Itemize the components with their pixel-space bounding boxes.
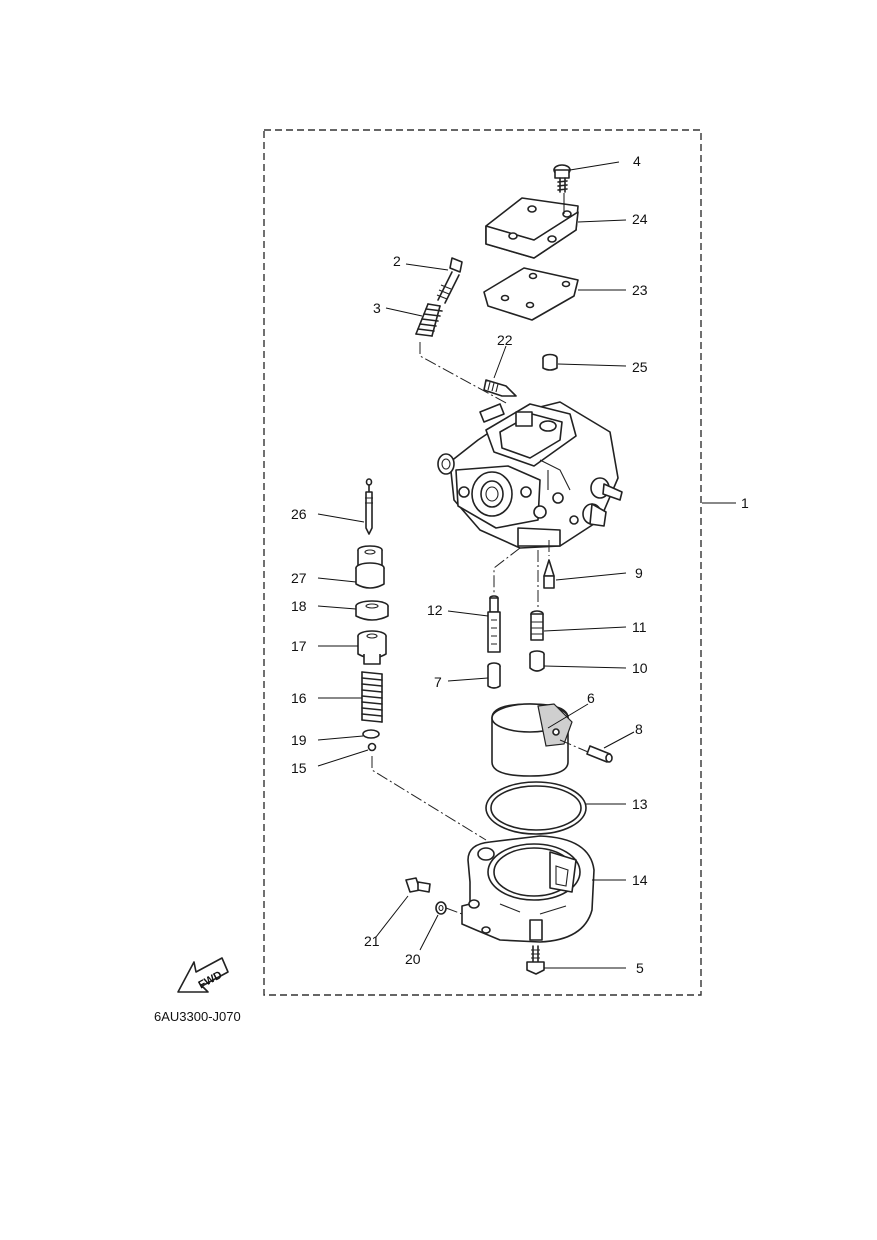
part-washer-19	[362, 729, 380, 739]
callout-3: 3	[373, 300, 381, 316]
part-pilot-jet-7	[487, 662, 501, 689]
part-holder-27	[355, 545, 385, 589]
part-washer-20	[435, 901, 447, 915]
callout-9: 9	[635, 565, 643, 581]
part-spring-3	[415, 303, 443, 337]
fwd-arrow-icon: FWD	[177, 957, 229, 993]
part-spacer-18	[355, 600, 389, 621]
callout-7: 7	[434, 674, 442, 690]
callout-16: 16	[291, 690, 307, 706]
callout-20: 20	[405, 951, 421, 967]
callout-10: 10	[632, 660, 648, 676]
part-cap-25	[542, 353, 558, 371]
part-piston-17	[357, 630, 387, 665]
callout-23: 23	[632, 282, 648, 298]
part-cover-plate-24	[485, 197, 579, 259]
part-screw-21	[405, 877, 431, 893]
part-valve-22	[483, 379, 517, 397]
part-pilot-screw-2	[436, 257, 463, 304]
callout-17: 17	[291, 638, 307, 654]
callout-6: 6	[587, 690, 595, 706]
callout-26: 26	[291, 506, 307, 522]
part-float-6	[491, 703, 573, 777]
callout-22: 22	[497, 332, 513, 348]
part-spring-16	[361, 671, 383, 723]
callout-13: 13	[632, 796, 648, 812]
callout-19: 19	[291, 732, 307, 748]
part-float-bowl-14	[461, 835, 595, 943]
part-ball-15	[367, 742, 377, 752]
part-jet-11	[530, 610, 544, 641]
callout-27: 27	[291, 570, 307, 586]
assembly-boundary	[263, 129, 702, 996]
part-needle-26	[365, 478, 373, 535]
part-screw-5	[526, 945, 545, 975]
part-pin-8	[586, 745, 613, 763]
callout-1: 1	[741, 495, 749, 511]
leader-lines	[317, 161, 736, 969]
callout-12: 12	[427, 602, 443, 618]
callout-15: 15	[291, 760, 307, 776]
callout-5: 5	[636, 960, 644, 976]
part-tube-12	[487, 595, 501, 653]
part-carburetor-body-1	[437, 401, 623, 549]
callout-18: 18	[291, 598, 307, 614]
callout-25: 25	[632, 359, 648, 375]
callout-numbers: 1 2 3 4 5 6 7 8 9 10 11 12 13 14 15 16 1…	[291, 153, 749, 976]
callout-2: 2	[393, 253, 401, 269]
part-needle-9	[543, 559, 555, 589]
part-gasket-23	[483, 267, 579, 321]
diagram-code: 6AU3300-J070	[154, 1009, 241, 1024]
callout-8: 8	[635, 721, 643, 737]
part-screw-4	[553, 164, 571, 193]
part-o-ring-13	[485, 781, 587, 835]
part-plug-10	[529, 650, 545, 672]
callout-4: 4	[633, 153, 641, 169]
callout-21: 21	[364, 933, 380, 949]
callout-24: 24	[632, 211, 648, 227]
callout-14: 14	[632, 872, 648, 888]
callout-11: 11	[632, 619, 647, 635]
